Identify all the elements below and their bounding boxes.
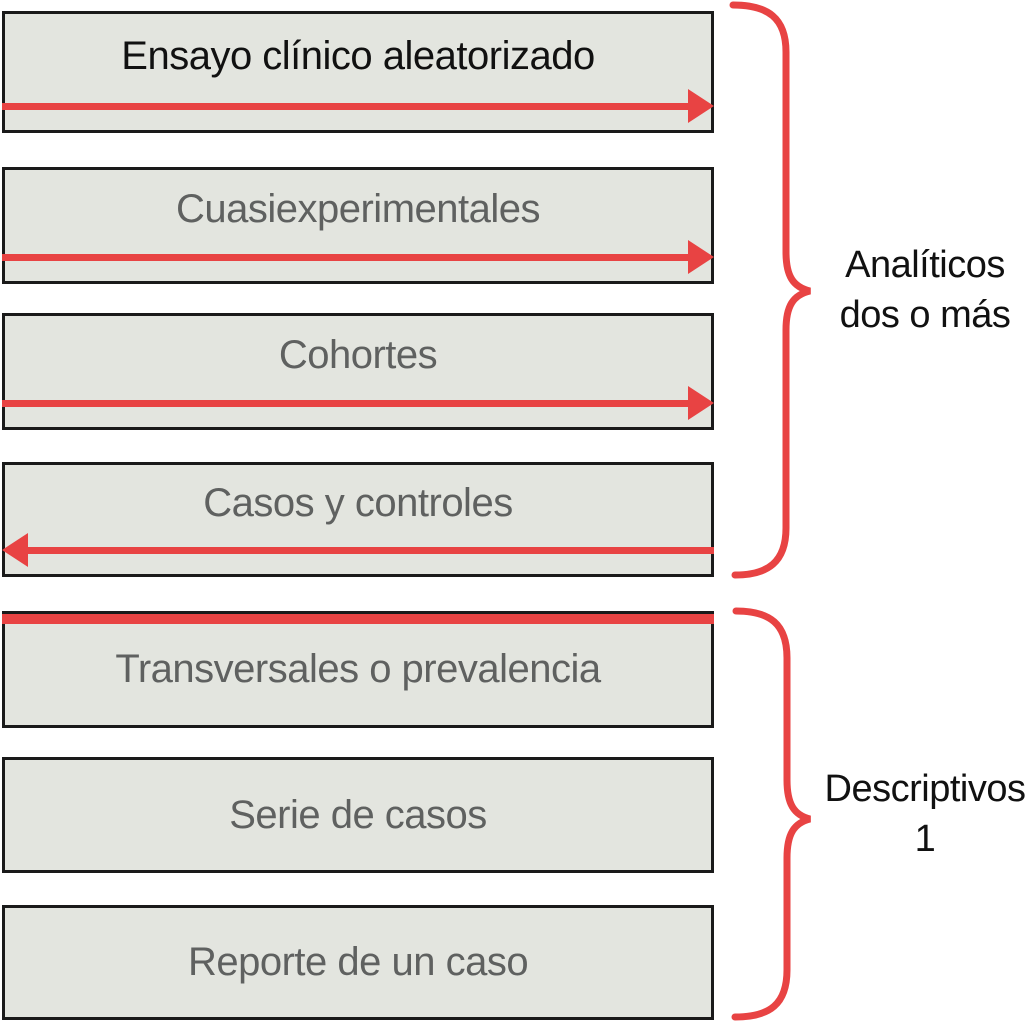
arrow-shaft [21,547,714,554]
box-label: Reporte de un caso [187,940,529,984]
arrow-shaft [2,400,695,407]
group-label-line2: 1 [914,818,936,860]
box-cuasiexperimentales: Cuasiexperimentales [2,167,714,284]
arrow-head [688,89,714,123]
group-label-line1: Analíticos [845,244,1005,286]
arrow-shaft [2,254,695,261]
arrow-shaft [2,103,695,110]
box-cohortes: Cohortes [2,313,714,430]
group-label-line1: Descriptivos [824,768,1026,810]
group-label-line2: dos o más [839,294,1011,336]
box-label: Casos y controles [203,481,513,525]
descriptivos-brace-icon [731,607,812,1021]
box-label: Cuasiexperimentales [175,187,541,231]
analiticos-brace-icon [729,1,811,579]
arrow-head [2,533,28,567]
arrow-head [688,386,714,420]
group-label-analiticos: Analíticos dos o más [816,240,1034,340]
box-label: Transversales o prevalencia [115,647,601,691]
box-serie-de-casos: Serie de casos [2,757,714,873]
box-label: Cohortes [278,333,438,377]
box-casos-y-controles: Casos y controles [2,462,714,577]
box-label: Ensayo clínico aleatorizado [121,33,595,78]
arrow-head [688,240,714,274]
box-reporte-de-un-caso: Reporte de un caso [2,905,714,1020]
red-bar-icon [2,614,714,624]
box-transversales-o-prevalencia: Transversales o prevalencia [2,611,714,728]
group-label-descriptivos: Descriptivos 1 [816,764,1034,864]
box-label: Serie de casos [229,792,487,837]
box-ensayo-clinico-aleatorizado: Ensayo clínico aleatorizado [2,11,714,133]
